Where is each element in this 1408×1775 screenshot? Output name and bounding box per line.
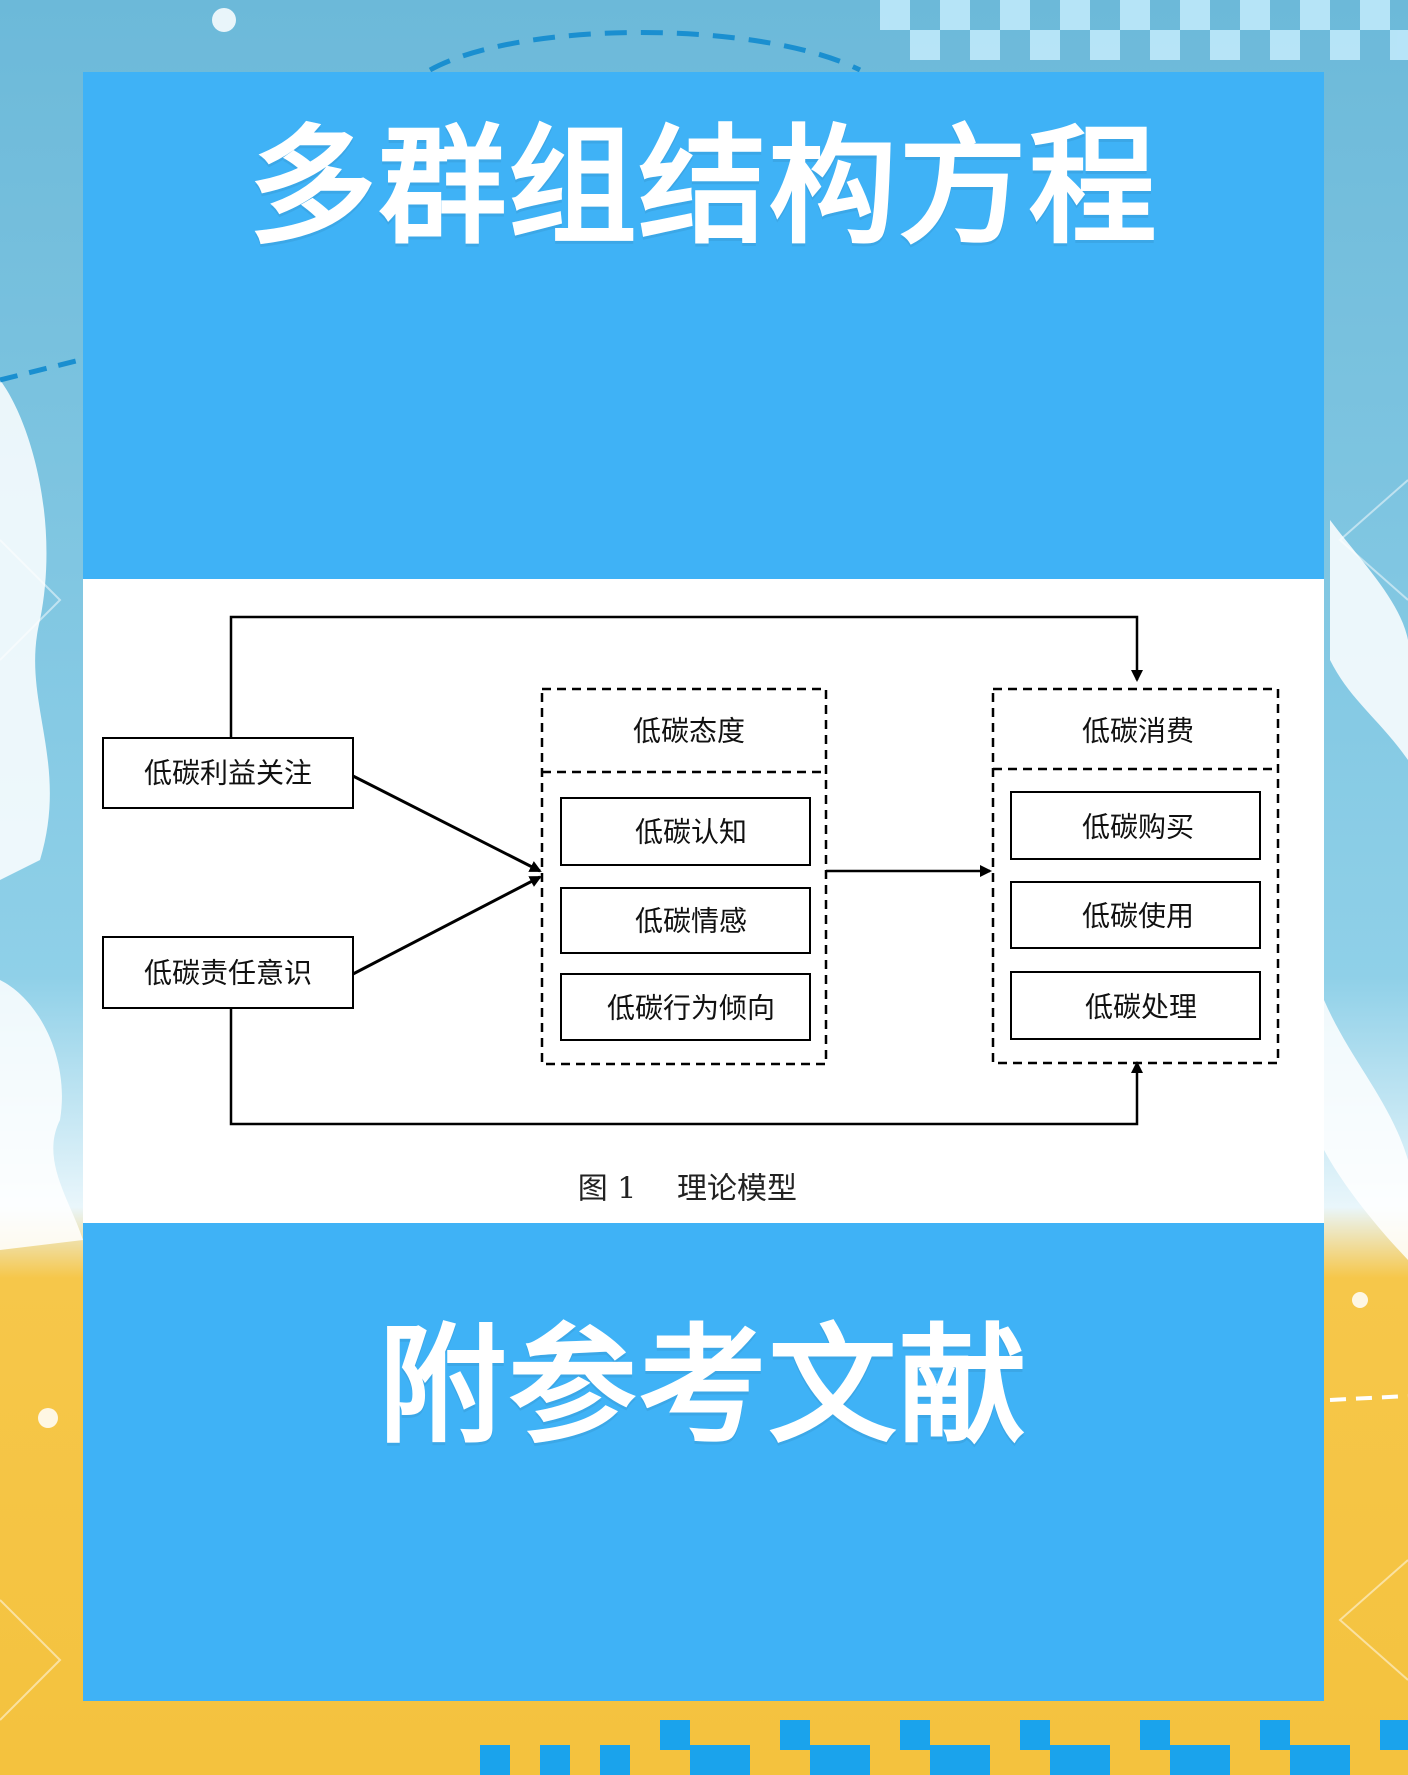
node-use-label: 低碳使用 — [1082, 900, 1194, 933]
edge-benefit-to-consumption — [229, 615, 1143, 738]
node-emotion-label: 低碳情感 — [635, 905, 747, 938]
group-consumption-label: 低碳消费 — [1082, 715, 1194, 748]
page-title: 多群组结构方程 — [248, 113, 1159, 262]
edge-responsibility-to-consumption — [229, 1008, 1143, 1126]
node-benefit: 低碳利益关注 — [102, 737, 354, 809]
group-consumption: 低碳消费 低碳购买 低碳使用 低碳处理 — [991, 687, 1280, 1065]
group-attitude-label: 低碳态度 — [633, 715, 745, 748]
node-benefit-label: 低碳利益关注 — [144, 757, 312, 790]
figure-panel: 低碳利益关注 低碳责任意识 低碳态度 低碳认知 低碳情感 低碳行为倾向 低碳消费… — [83, 579, 1324, 1223]
edge-responsibility-to-attitude — [352, 875, 542, 976]
figure-caption-title: 理论模型 — [677, 1172, 797, 1207]
figure-caption-number: 图 1 — [578, 1172, 637, 1207]
references-title: 附参考文献 — [378, 1312, 1029, 1461]
node-tendency-label: 低碳行为倾向 — [607, 992, 775, 1025]
node-responsibility: 低碳责任意识 — [102, 936, 354, 1009]
edge-benefit-to-attitude — [352, 774, 542, 873]
theoretical-model-diagram: 低碳利益关注 低碳责任意识 低碳态度 低碳认知 低碳情感 低碳行为倾向 低碳消费… — [102, 615, 1280, 1207]
references-panel: 附参考文献 — [83, 1223, 1324, 1701]
node-responsibility-label: 低碳责任意识 — [144, 957, 312, 990]
node-purchase-label: 低碳购买 — [1082, 811, 1194, 844]
title-panel: 多群组结构方程 — [83, 72, 1324, 579]
group-attitude: 低碳态度 低碳认知 低碳情感 低碳行为倾向 — [540, 687, 828, 1066]
node-cognition-label: 低碳认知 — [635, 816, 747, 849]
node-disposal-label: 低碳处理 — [1085, 991, 1197, 1024]
